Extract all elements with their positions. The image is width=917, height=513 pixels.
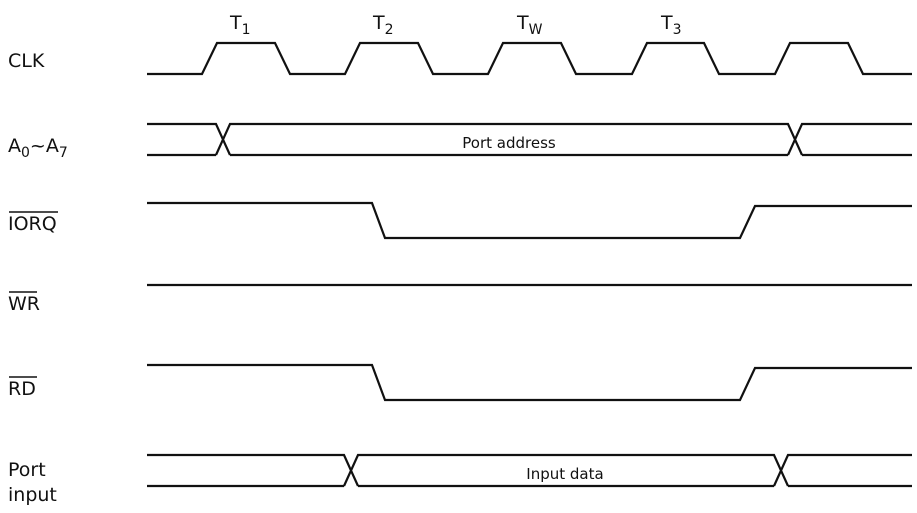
port-input-bus-text: Input data [526,465,603,483]
clk-label: CLK [8,50,45,72]
iorq-waveform [147,201,912,240]
address-bus-upper [147,122,912,156]
phase-label-t2: T2 [372,12,394,38]
port-input-label-line2: input [8,484,57,506]
phase-label-tw: TW [516,12,543,38]
address-bus-label: A0~A7 [8,135,68,161]
port-input-label: Port [8,459,46,481]
signal-labels: CLK A0~A7 IORQ WR RD Port input [8,50,68,506]
phase-label-t3: T3 [660,12,682,38]
rd-label: RD [8,378,36,400]
wr-label: WR [8,293,40,315]
phase-label-t1: T1 [229,12,251,38]
port-input-bus-upper [147,453,912,487]
waveforms: Port address Input data [147,41,912,488]
clk-waveform [147,41,912,76]
iorq-label: IORQ [8,213,57,235]
address-bus-text: Port address [462,134,556,152]
phase-labels: T1 T2 TW T3 [229,12,682,38]
rd-waveform [147,363,912,402]
